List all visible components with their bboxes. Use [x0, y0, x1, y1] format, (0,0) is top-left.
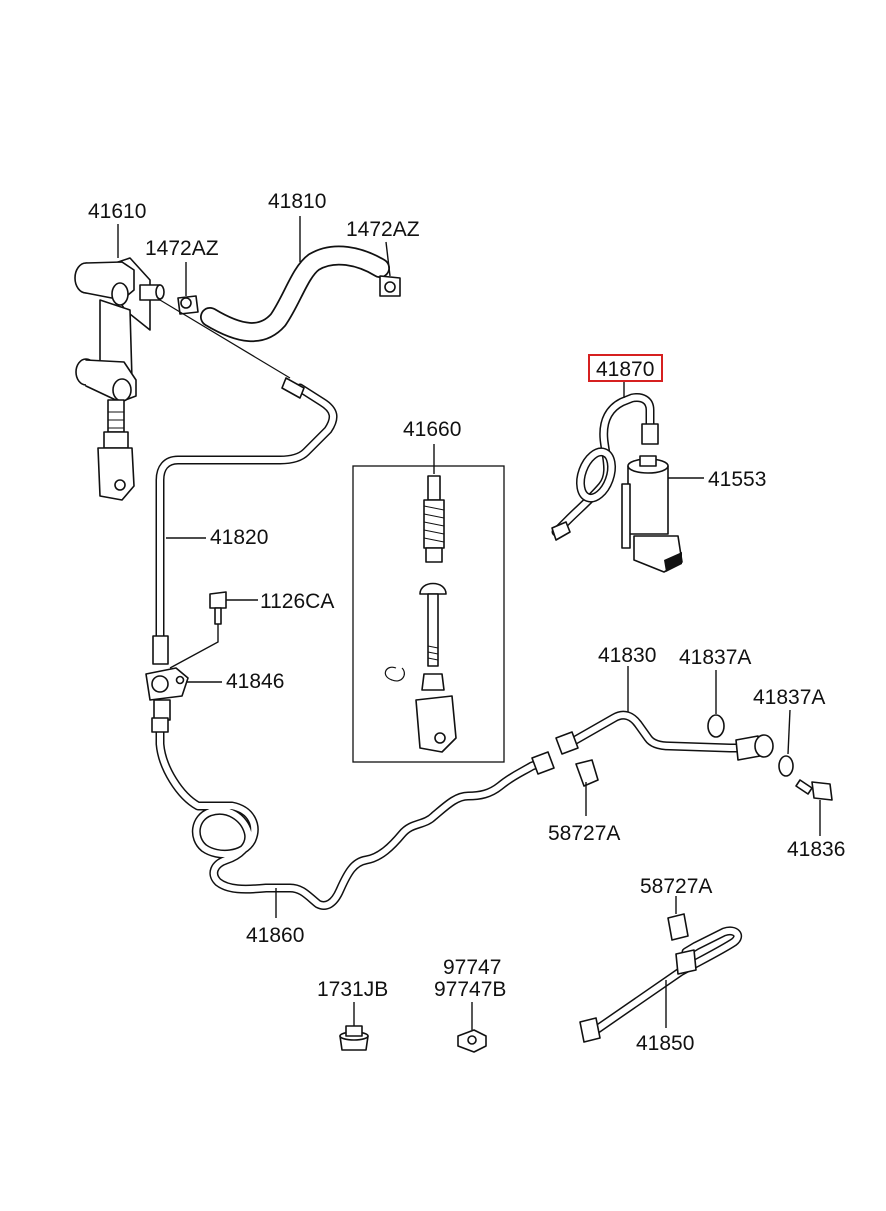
- release-cylinder-41553[interactable]: [621, 455, 683, 573]
- washer-41837a-lower[interactable]: [778, 755, 794, 777]
- clutch-tube-41830[interactable]: [555, 710, 774, 761]
- bolt-1126ca[interactable]: [209, 591, 227, 625]
- highlight-box-41870: [588, 354, 663, 382]
- nut-1731jb[interactable]: [339, 1025, 369, 1051]
- clutch-tube-41820[interactable]: [152, 299, 338, 665]
- label-41846[interactable]: 41846: [226, 670, 284, 693]
- leader-lines: [117, 216, 821, 1030]
- label-1126ca[interactable]: 1126CA: [260, 590, 334, 613]
- label-41870[interactable]: 41870: [596, 358, 654, 381]
- clutch-hose-41870[interactable]: [551, 393, 659, 541]
- label-41837a-upper[interactable]: 41837A: [679, 646, 751, 669]
- label-41850[interactable]: 41850: [636, 1032, 694, 1055]
- label-41553[interactable]: 41553: [708, 468, 766, 491]
- label-41830[interactable]: 41830: [598, 644, 656, 667]
- tube-bracket-41846[interactable]: [145, 667, 189, 721]
- push-rod-kit-41660[interactable]: [352, 465, 505, 763]
- clutch-master-cylinder-41610[interactable]: [74, 257, 165, 501]
- label-97747[interactable]: 97747: [443, 956, 501, 979]
- label-58727a-lower[interactable]: 58727A: [640, 875, 712, 898]
- label-41860[interactable]: 41860: [246, 924, 304, 947]
- label-41610[interactable]: 41610: [88, 200, 146, 223]
- label-97747b[interactable]: 97747B: [434, 978, 506, 1001]
- label-41660[interactable]: 41660: [403, 418, 461, 441]
- label-41820[interactable]: 41820: [210, 526, 268, 549]
- eye-bolt-41836[interactable]: [795, 779, 833, 801]
- clutch-tube-41850[interactable]: [579, 926, 743, 1043]
- label-41810[interactable]: 41810: [268, 190, 326, 213]
- label-58727a-upper[interactable]: 58727A: [548, 822, 620, 845]
- reservoir-hose-41810[interactable]: [200, 245, 390, 342]
- clutch-tube-41860[interactable]: [151, 717, 555, 910]
- hose-clamp-1472az-left[interactable]: [177, 295, 199, 315]
- hose-clamp-1472az-right[interactable]: [379, 275, 401, 297]
- label-1472az-left[interactable]: 1472AZ: [145, 237, 219, 260]
- nut-97747[interactable]: [457, 1029, 487, 1053]
- washer-41837a-upper[interactable]: [707, 714, 725, 738]
- label-41837a-lower[interactable]: 41837A: [753, 686, 825, 709]
- label-1731jb[interactable]: 1731JB: [317, 978, 388, 1001]
- label-41836[interactable]: 41836: [787, 838, 845, 861]
- clip-58727a-upper[interactable]: [575, 759, 599, 787]
- clip-58727a-lower[interactable]: [667, 913, 689, 941]
- label-1472az-right[interactable]: 1472AZ: [346, 218, 420, 241]
